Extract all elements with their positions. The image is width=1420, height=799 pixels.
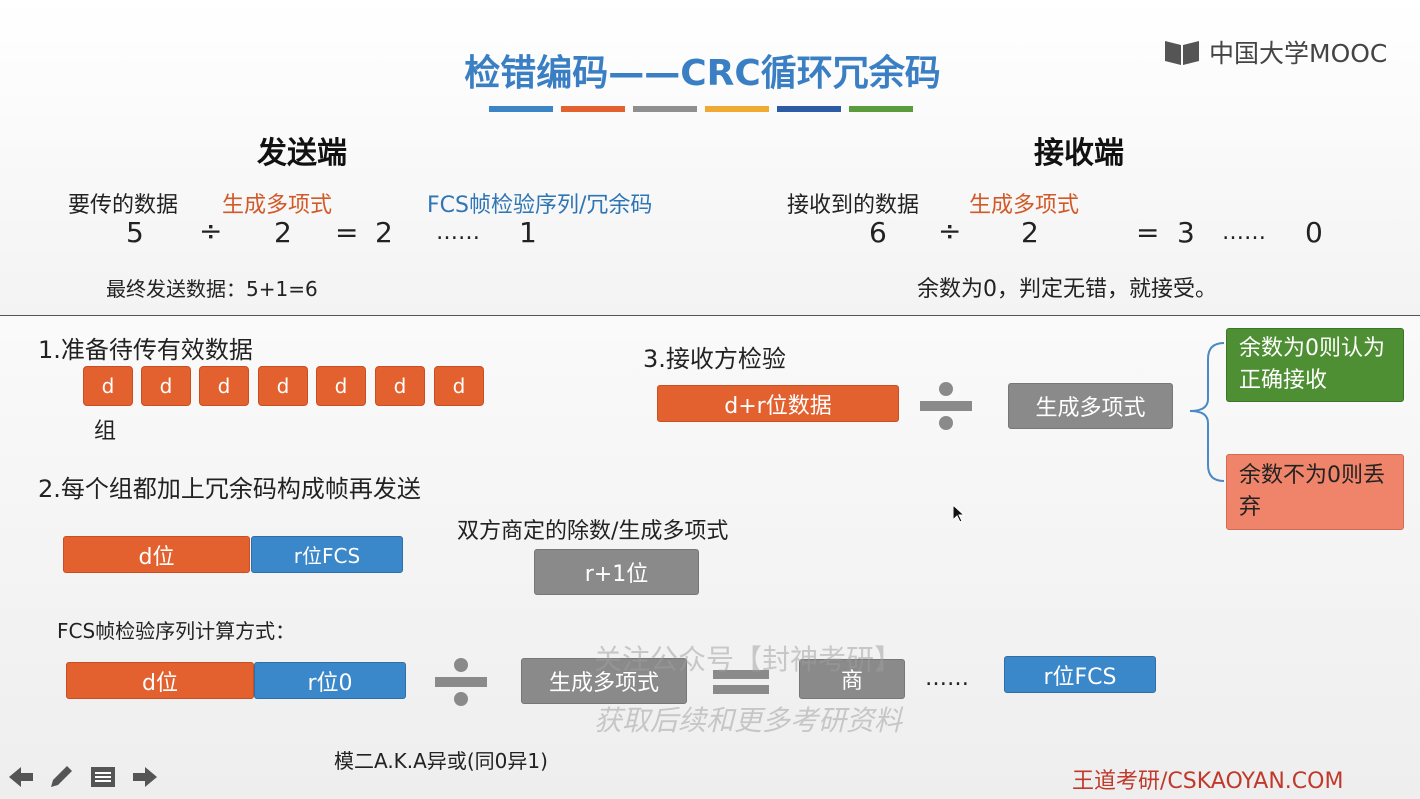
- mooc-logo: 中国大学MOOC: [1163, 34, 1387, 70]
- accept-box: 余数为0则认为正确接收: [1226, 328, 1404, 402]
- receiver-divisor: 2: [1021, 216, 1039, 249]
- sender-divide-sign: ÷: [199, 214, 223, 247]
- r-fcs-box: r位FCS: [251, 536, 403, 573]
- d-bits-box: d位: [63, 536, 250, 573]
- pen-icon[interactable]: [46, 762, 76, 792]
- title-stripe: [777, 106, 841, 112]
- divide-icon: [920, 381, 972, 431]
- watermark-line1: 关注公众号【封神考研】: [594, 643, 903, 676]
- receiver-poly-label: 生成多项式: [969, 193, 1080, 218]
- receiver-divide-sign: ÷: [938, 214, 962, 247]
- data-block: d: [258, 366, 308, 406]
- receiver-result: 余数为0，判定无错，就接受。: [917, 277, 1217, 302]
- d-plus-r-box: d+r位数据: [657, 385, 899, 422]
- calc-d-bits-box: d位: [66, 662, 254, 699]
- data-block: d: [141, 366, 191, 406]
- title-stripe: [705, 106, 769, 112]
- receiver-heading: 接收端: [1034, 136, 1124, 171]
- data-block: d: [434, 366, 484, 406]
- group-label: 组: [94, 419, 117, 444]
- step3-label: 3.接收方检验: [643, 345, 786, 373]
- calc-poly-box: 生成多项式: [521, 658, 687, 704]
- receiver-data-label: 接收到的数据: [787, 193, 920, 218]
- discard-box: 余数不为0则丢弃: [1226, 454, 1404, 530]
- sender-dividend: 5: [126, 216, 144, 249]
- sender-final-data: 最终发送数据：5+1=6: [106, 277, 318, 301]
- agreed-divisor-label: 双方商定的除数/生成多项式: [457, 519, 729, 544]
- sender-equals: =: [335, 216, 359, 249]
- quotient-box: 商: [799, 659, 905, 699]
- receiver-equals: =: [1136, 216, 1160, 249]
- sender-poly-label: 生成多项式: [222, 193, 333, 218]
- sender-divisor: 2: [274, 216, 292, 249]
- arrow-right-icon[interactable]: [130, 762, 160, 792]
- watermark-line2: 获取后续和更多考研资料: [594, 704, 903, 737]
- section-divider: [0, 315, 1420, 316]
- receiver-remainder: 0: [1305, 216, 1323, 249]
- receiver-quotient: 3: [1177, 216, 1195, 249]
- sender-fcs-label: FCS帧检验序列/冗余码: [427, 193, 653, 218]
- calc-divide-icon: [435, 657, 487, 707]
- data-block: d: [83, 366, 133, 406]
- book-icon: [1165, 41, 1199, 65]
- footer-brand: 王道考研/CSKAOYAN.COM: [1072, 769, 1344, 794]
- sender-dots: ……: [436, 220, 480, 245]
- title-stripe: [849, 106, 913, 112]
- step1-label: 1.准备待传有效数据: [38, 336, 253, 364]
- menu-icon[interactable]: [88, 762, 118, 792]
- title-stripe: [633, 106, 697, 112]
- r-plus-1-box: r+1位: [534, 549, 699, 595]
- sender-heading: 发送端: [257, 136, 347, 171]
- title-stripe: [561, 106, 625, 112]
- receiver-dots: ……: [1222, 220, 1266, 245]
- title-stripe: [489, 106, 553, 112]
- data-block: d: [199, 366, 249, 406]
- logo-text: 中国大学MOOC: [1209, 39, 1388, 68]
- receiver-dividend: 6: [869, 216, 887, 249]
- sender-remainder: 1: [519, 216, 537, 249]
- sender-quotient: 2: [375, 216, 393, 249]
- mod2-note: 模二A.K.A异或(同0异1): [334, 749, 548, 773]
- fcs-calc-label: FCS帧检验序列计算方式：: [57, 619, 296, 643]
- step3-poly-box: 生成多项式: [1008, 383, 1173, 429]
- cursor-icon: [952, 503, 966, 527]
- slide-title: 检错编码——CRC循环冗余码: [464, 53, 941, 94]
- brace-icon: [1188, 341, 1228, 483]
- step2-label: 2.每个组都加上冗余码构成帧再发送: [38, 475, 421, 503]
- result-r-fcs-box: r位FCS: [1004, 656, 1156, 693]
- arrow-left-icon[interactable]: [6, 762, 36, 792]
- sender-data-label: 要传的数据: [68, 193, 179, 218]
- equals-icon: [713, 670, 769, 694]
- calc-dots: ……: [925, 666, 969, 691]
- data-block: d: [316, 366, 366, 406]
- calc-r-zero-box: r位0: [254, 662, 406, 699]
- data-block: d: [375, 366, 425, 406]
